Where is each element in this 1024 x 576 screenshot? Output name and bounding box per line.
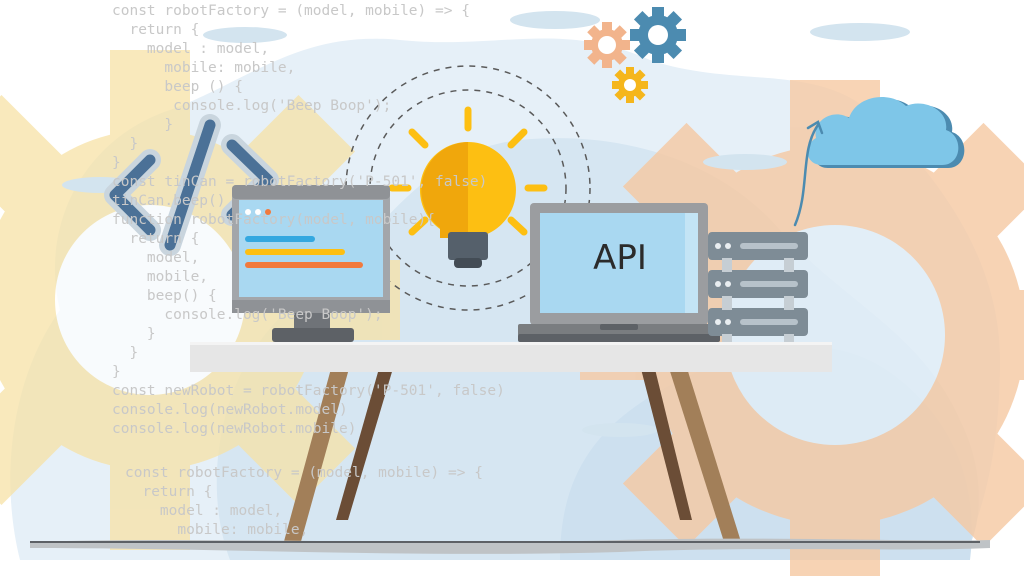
gears-cluster-icon xyxy=(584,7,686,103)
laptop xyxy=(518,203,720,342)
blue-gear-icon xyxy=(630,7,686,63)
light-bulb-icon xyxy=(345,65,591,311)
desk xyxy=(190,342,832,545)
background-clouds xyxy=(62,11,910,437)
server-icon xyxy=(708,232,808,342)
code-snippet-top: const robotFactory = (model, mobile) => … xyxy=(112,3,505,437)
laptop-screen-label: API xyxy=(593,238,647,278)
peach-gear-icon xyxy=(584,22,630,68)
cloud-icon xyxy=(807,96,965,168)
floor xyxy=(30,538,990,554)
code-snippet-bottom: const robotFactory = (model, mobile) => … xyxy=(125,465,483,538)
yellow-small-gear-icon xyxy=(612,67,648,103)
arrow-up-icon xyxy=(793,120,824,227)
desktop-monitor xyxy=(232,185,390,342)
